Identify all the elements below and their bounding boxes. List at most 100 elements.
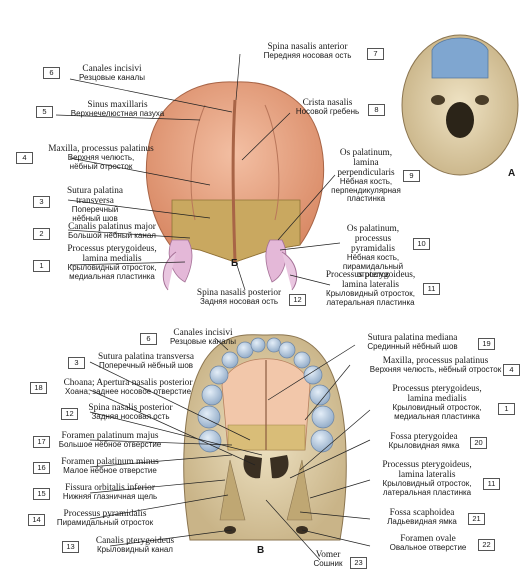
russian-term: Носовой гребень [295, 107, 360, 117]
label-number: 4 [16, 152, 33, 164]
label-fossa-pterygoidea: Fossa pterygoidea Крыловидная ямка [380, 432, 468, 451]
figure-letter-b: Б [231, 258, 239, 269]
label-number: 12 [289, 294, 306, 306]
label-number: 16 [33, 462, 50, 474]
label-number: 7 [367, 48, 384, 60]
palate-bottom-view [183, 334, 347, 541]
label-number: 23 [350, 557, 367, 569]
latin-term: Canales incisivi [173, 328, 233, 338]
label-number: 14 [28, 514, 45, 526]
latin-term: Fossa pterygoidea [390, 432, 458, 442]
label-foramen-palatinum-majus: Foramen palatinum majus Большое нёбное о… [50, 431, 170, 450]
label-canales-incisivi: Canales incisivi Резцовые каналы [62, 64, 162, 83]
russian-term: Поперечный нёбный шов [98, 361, 194, 371]
russian-term: Крыловидный отросток, латеральная пласти… [326, 289, 415, 307]
russian-term: Большой нёбный канал [68, 231, 156, 241]
label-os-palatinum-perpendicularis: Os palatinum, lamina perpendicularis Нёб… [330, 148, 402, 204]
label-sinus-maxillaris: Sinus maxillaris Верхнечелюстная пазуха [55, 100, 180, 119]
label-number: 5 [36, 106, 53, 118]
label-number: 12 [61, 408, 78, 420]
label-number: 1 [33, 260, 50, 272]
russian-term: Малое нёбное отверстие [63, 466, 157, 476]
russian-term: Большое нёбное отверстие [58, 440, 162, 450]
label-spina-nasalis-posterior-bottom: Spina nasalis posterior Задняя носовая о… [78, 403, 183, 422]
figure-letter-a: А [508, 168, 516, 179]
label-foramen-palatinum-minus: Foramen palatinum minus Малое нёбное отв… [50, 457, 170, 476]
russian-term: Верхняя челюсть, нёбный отросток [369, 365, 502, 375]
latin-term: Sutura palatina transversa [97, 352, 195, 362]
latin-term: Fissura orbitalis inferior [65, 483, 155, 493]
russian-term: Ладьевидная ямка [387, 517, 457, 527]
label-os-palatinum-pyramidalis: Os palatinum, processus pyramidalis Нёбн… [333, 224, 413, 280]
label-number: 3 [33, 196, 50, 208]
label-maxilla-processus-palatinus-bottom: Maxilla, processus palatinus Верхняя чел… [368, 356, 503, 375]
label-number: 8 [368, 104, 385, 116]
latin-term: Maxilla, processus palatinus [48, 144, 154, 154]
label-number: 13 [62, 541, 79, 553]
label-number: 6 [43, 67, 60, 79]
latin-term: Os palatinum, lamina perpendicularis [337, 148, 395, 179]
label-spina-nasalis-anterior: Spina nasalis anterior Передняя носовая … [250, 42, 365, 61]
russian-term: Хоана; заднее носовое отверстие [64, 387, 192, 397]
label-vomer: Vomer Сошник [308, 550, 348, 569]
russian-term: Сошник [313, 559, 343, 569]
label-maxilla-processus-palatinus: Maxilla, processus palatinus Верхняя чел… [36, 144, 166, 171]
label-number: 11 [423, 283, 440, 295]
russian-term: Крыловидный отросток, медиальная пластин… [392, 403, 482, 421]
latin-term: Crista nasalis [302, 98, 353, 108]
label-number: 11 [483, 478, 500, 490]
russian-term: Верхнечелюстная пазуха [70, 109, 165, 119]
label-number: 10 [413, 238, 430, 250]
figure-letter-v: В [257, 545, 265, 556]
label-sutura-palatina-mediana: Sutura palatina mediana Срединный нёбный… [350, 333, 475, 352]
latin-term: Canales incisivi [82, 64, 142, 74]
latin-term: Spina nasalis posterior [88, 403, 173, 413]
latin-term: Foramen palatinum majus [61, 431, 159, 441]
latin-term: Processus pterygoideus, lamina lateralis [382, 460, 472, 481]
russian-term: Задняя носовая ость [91, 412, 170, 422]
label-number: 18 [30, 382, 47, 394]
latin-term: Processus pyramidalis [63, 509, 147, 519]
label-number: 4 [503, 364, 520, 376]
latin-term: Spina nasalis posterior [196, 288, 282, 298]
label-number: 9 [403, 170, 420, 182]
latin-term: Choana; Apertura nasalis posterior [63, 378, 193, 388]
label-crista-nasalis: Crista nasalis Носовой гребень [290, 98, 365, 117]
latin-term: Processus pterygoideus, lamina medialis [67, 244, 157, 265]
latin-term: Foramen ovale [400, 534, 456, 544]
russian-term: Срединный нёбный шов [367, 342, 458, 352]
russian-term: Передняя носовая ость [263, 51, 352, 61]
latin-term: Canalis palatinus major [68, 222, 156, 232]
russian-term: Крыловидный канал [97, 545, 173, 555]
latin-term: Sutura palatina transversa [66, 186, 124, 207]
label-processus-pterygoideus-lateralis-bottom: Processus pterygoideus, lamina lateralis… [372, 460, 482, 497]
label-sutura-palatina-transversa-bottom: Sutura palatina transversa Поперечный нё… [86, 352, 206, 371]
label-number: 20 [470, 437, 487, 449]
russian-term: Пирамидальный отросток [56, 518, 154, 528]
teeth [197, 337, 335, 453]
label-number: 6 [140, 333, 157, 345]
label-processus-pterygoideus-medialis-bottom: Processus pterygoideus, lamina medialis … [378, 384, 496, 421]
label-number: 19 [478, 338, 495, 350]
russian-term: Овальное отверстие [389, 543, 467, 553]
label-number: 17 [33, 436, 50, 448]
palate-top-view [145, 81, 325, 291]
leader-lines [55, 53, 371, 561]
russian-term: Задняя носовая ость [199, 297, 279, 307]
label-number: 21 [468, 513, 485, 525]
latin-term: Os palatinum, processus pyramidalis [346, 224, 400, 255]
label-fossa-scaphoidea: Fossa scaphoidea Ладьевидная ямка [378, 508, 466, 527]
russian-term: Нёбная кость, перпендикулярная пластинка [331, 177, 401, 204]
latin-term: Maxilla, processus palatinus [382, 356, 489, 366]
label-number: 3 [68, 357, 85, 369]
label-choana: Choana; Apertura nasalis posterior Хоана… [48, 378, 208, 397]
label-sutura-palatina-transversa: Sutura palatina transversa Поперечный нё… [50, 186, 140, 223]
label-spina-nasalis-posterior: Spina nasalis posterior Задняя носовая о… [190, 288, 288, 307]
label-canalis-pterygoideus: Canalis pterygoideus Крыловидный канал [80, 536, 190, 555]
label-canales-incisivi-bottom: Canales incisivi Резцовые каналы [158, 328, 248, 347]
label-foramen-ovale: Foramen ovale Овальное отверстие [380, 534, 476, 553]
russian-term: Нижняя глазничная щель [62, 492, 158, 502]
label-canalis-palatinus-major: Canalis palatinus major Большой нёбный к… [52, 222, 172, 241]
latin-term: Vomer [315, 550, 341, 560]
